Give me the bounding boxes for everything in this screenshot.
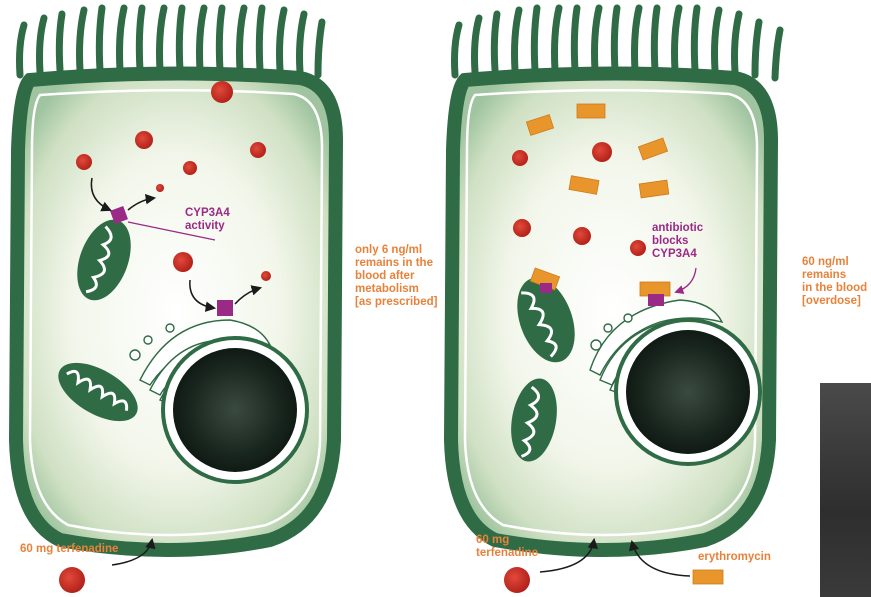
adjacent-photo-fragment	[820, 383, 871, 597]
dose-molecule-right	[504, 567, 530, 593]
left-outcome-label: only 6 ng/ml remains in the blood after …	[355, 244, 437, 309]
erythromycin-label: erythromycin	[698, 551, 771, 564]
right-dose-label: 60 mg terfenadine	[476, 534, 538, 560]
cyp3a4-enzyme-blocked-1	[540, 283, 552, 293]
cyp3a4-enzyme-blocked-2	[648, 294, 664, 306]
dose-molecule-left	[59, 567, 85, 593]
right-outcome-label: 60 ng/ml remains in the blood [overdose]	[802, 256, 867, 308]
left-dose-label: 60 mg terfenadine	[20, 543, 118, 556]
right-nucleus	[616, 320, 760, 464]
left-microvilli	[20, 8, 323, 75]
left-cell	[16, 8, 336, 593]
erythromycin-dose-molecule	[693, 570, 723, 584]
left-nucleus	[163, 338, 307, 482]
cyp3a4-activity-label: CYP3A4 activity	[185, 207, 230, 233]
cyp3a4-enzyme-lower	[217, 300, 233, 316]
antibiotic-blocks-label: antibiotic blocks CYP3A4	[652, 222, 703, 261]
right-cell	[451, 8, 780, 593]
